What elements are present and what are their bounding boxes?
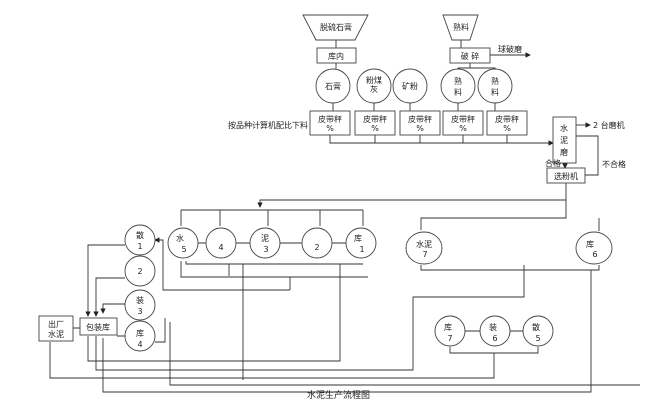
- svg-text:皮带秤: 皮带秤: [451, 114, 475, 124]
- ball-mill-label: 球破磨: [498, 44, 522, 54]
- right-silos: 水泥7 库6: [405, 231, 613, 265]
- svg-text:5: 5: [181, 245, 186, 254]
- svg-text:6: 6: [592, 250, 597, 259]
- diagram-caption: 水泥生产流程图: [307, 389, 370, 401]
- svg-text:库: 库: [136, 328, 144, 338]
- qualified-label: 合格: [545, 158, 561, 168]
- left-silos: 散 1 2 装 3 库 4: [124, 224, 156, 352]
- svg-text:包装库: 包装库: [86, 322, 110, 332]
- svg-text:%: %: [503, 124, 511, 133]
- belt-scales: 皮带秤% 皮带秤% 皮带秤% 皮带秤% 皮带秤%: [309, 110, 528, 136]
- hopper-clinker: 熟料: [442, 14, 479, 41]
- svg-text:7: 7: [447, 334, 452, 343]
- svg-text:4: 4: [137, 340, 142, 349]
- svg-text:皮带秤: 皮带秤: [495, 114, 519, 124]
- svg-text:粉煤: 粉煤: [366, 75, 382, 85]
- cement-silos: 水 5 4 泥 3 2 库 1: [167, 227, 377, 259]
- separator-box: 选粉机: [546, 167, 586, 184]
- packing-box: 包装库: [79, 317, 118, 336]
- top-silos: 石膏 粉煤灰 矿粉 熟料 熟料: [315, 68, 513, 104]
- svg-text:库: 库: [586, 239, 594, 249]
- bottom-silos: 库 7 装 6 散 5: [434, 315, 554, 347]
- hopper-gypsum: 脱硫石膏: [302, 14, 369, 41]
- mills-note: 2 台磨机: [593, 120, 625, 130]
- svg-text:散: 散: [532, 322, 540, 332]
- svg-text:水: 水: [176, 233, 184, 243]
- svg-text:破 碎: 破 碎: [461, 51, 480, 61]
- svg-text:7: 7: [422, 250, 427, 259]
- svg-text:5: 5: [535, 334, 540, 343]
- svg-text:库内: 库内: [328, 51, 344, 61]
- cement-mill: 水泥磨: [552, 116, 577, 164]
- svg-text:%: %: [459, 124, 467, 133]
- storage-box: 库内: [316, 47, 357, 64]
- svg-text:6: 6: [492, 334, 497, 343]
- svg-text:水泥: 水泥: [48, 329, 64, 339]
- svg-text:皮带秤: 皮带秤: [408, 114, 432, 124]
- svg-text:皮带秤: 皮带秤: [363, 114, 387, 124]
- svg-text:3: 3: [137, 307, 142, 316]
- svg-text:灰: 灰: [370, 84, 378, 94]
- flow-lines: [49, 40, 640, 393]
- crusher-box: 破 碎: [449, 47, 491, 64]
- svg-text:%: %: [371, 124, 379, 133]
- svg-text:2: 2: [314, 243, 319, 252]
- svg-text:装: 装: [136, 295, 144, 305]
- svg-text:石膏: 石膏: [325, 81, 341, 91]
- svg-text:库: 库: [444, 322, 452, 332]
- hopper-gypsum-label: 脱硫石膏: [320, 22, 352, 32]
- svg-text:料: 料: [491, 87, 499, 97]
- svg-text:2: 2: [137, 267, 142, 276]
- svg-text:水泥: 水泥: [416, 239, 432, 249]
- svg-text:皮带秤: 皮带秤: [318, 114, 342, 124]
- svg-text:散: 散: [136, 230, 144, 240]
- svg-text:熟: 熟: [454, 76, 462, 86]
- svg-text:矿粉: 矿粉: [402, 81, 418, 91]
- svg-text:3: 3: [263, 245, 268, 254]
- hopper-clinker-label: 熟料: [453, 22, 469, 32]
- feed-label: 按品种计算机配比下料: [228, 120, 308, 130]
- unqualified-label: 不合格: [602, 159, 626, 169]
- svg-text:4: 4: [218, 243, 223, 252]
- svg-text:出厂: 出厂: [48, 319, 64, 329]
- svg-text:装: 装: [489, 322, 497, 332]
- svg-text:熟: 熟: [491, 76, 499, 86]
- svg-text:料: 料: [454, 87, 462, 97]
- svg-text:1: 1: [137, 242, 142, 251]
- svg-text:库: 库: [354, 233, 362, 243]
- cement-mill-label: 水泥磨: [560, 123, 569, 160]
- svg-text:%: %: [326, 124, 334, 133]
- svg-text:选粉机: 选粉机: [554, 171, 578, 181]
- svg-text:泥: 泥: [261, 234, 269, 243]
- svg-text:%: %: [416, 124, 424, 133]
- svg-text:1: 1: [359, 245, 364, 254]
